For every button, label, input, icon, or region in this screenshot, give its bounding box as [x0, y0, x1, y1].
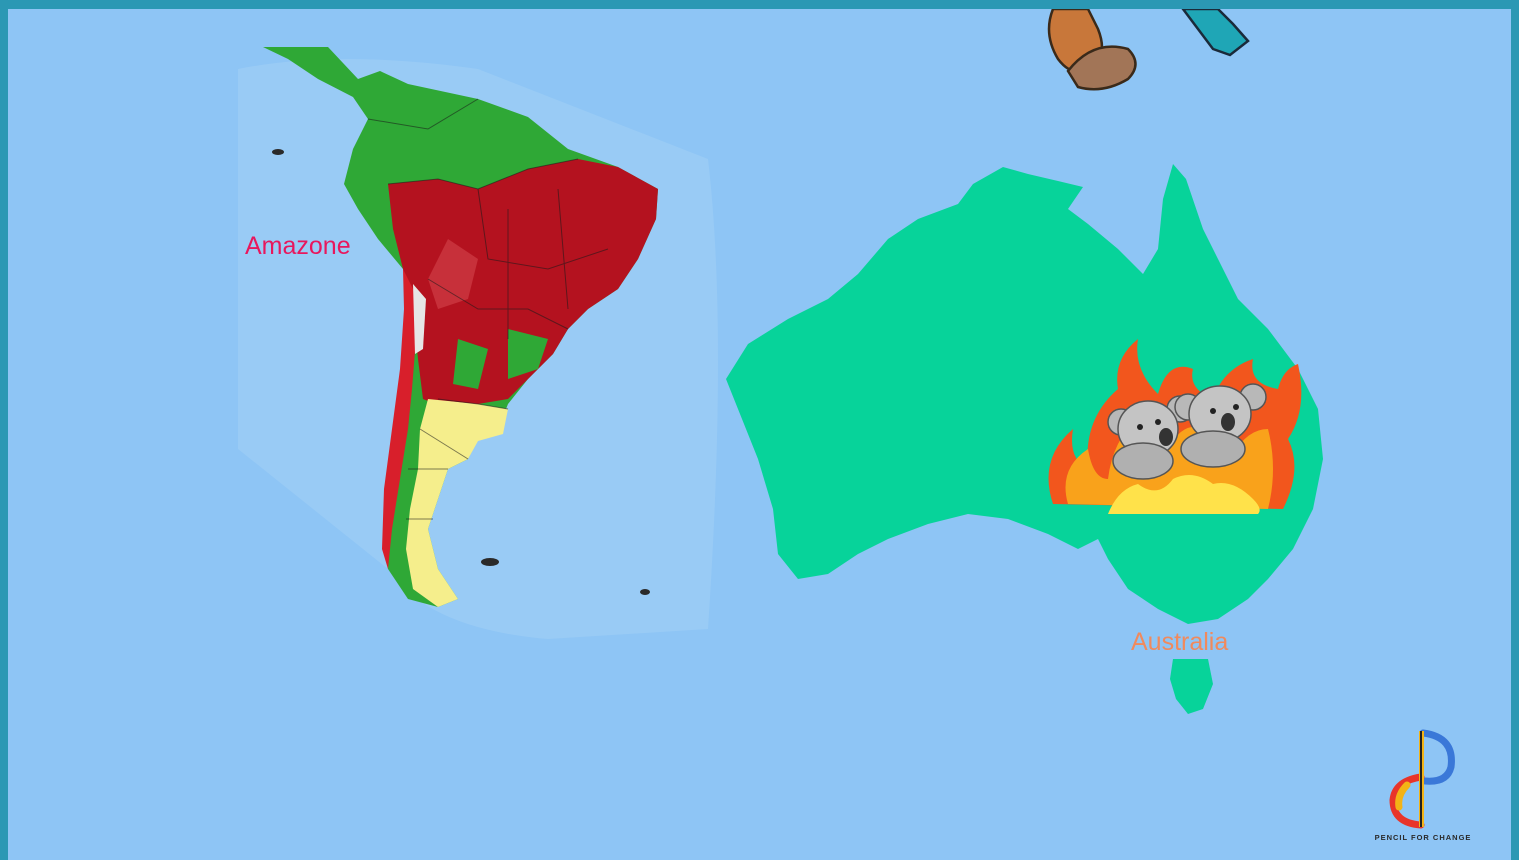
- world-map: [238, 9, 1323, 714]
- pencil-tip-icon: [1181, 9, 1250, 57]
- bushfire-koalas: [1048, 339, 1302, 514]
- australia-label: Australia: [1131, 628, 1229, 656]
- acorn-icon: [1047, 9, 1137, 91]
- pencil-for-change-logo: PENCIL FOR CHANGE: [1363, 725, 1483, 851]
- koala-icon: [1174, 383, 1267, 468]
- amazone-label: Amazone: [245, 232, 351, 260]
- south-america: [263, 47, 658, 607]
- logo-text: PENCIL FOR CHANGE: [1374, 833, 1472, 842]
- pencil-for-change-logo-icon: [1389, 729, 1455, 829]
